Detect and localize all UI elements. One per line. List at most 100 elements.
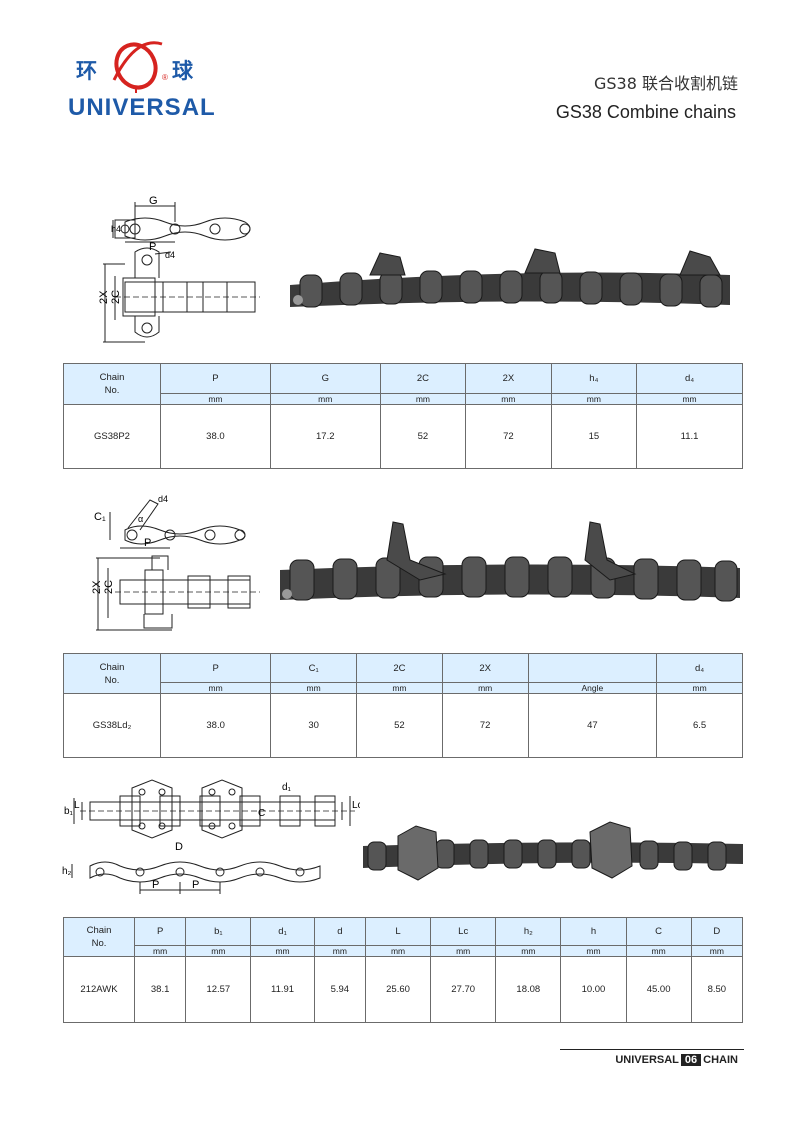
- value-cell: 52: [379, 404, 467, 469]
- col-header: d₄: [656, 653, 743, 683]
- col-unit: mm: [379, 393, 467, 405]
- table-row: 212AWK 38.1 12.57 11.91 5.94 25.60 27.70…: [63, 956, 744, 1023]
- page-title-en: GS38 Combine chains: [555, 102, 736, 122]
- chain-no-cell: GS38Ld₂: [63, 693, 161, 758]
- label-p: P: [144, 537, 151, 549]
- value-cell: 27.70: [430, 956, 497, 1023]
- value-cell: 52: [356, 693, 443, 758]
- value-cell: 8.50: [690, 956, 744, 1023]
- col-unit: mm: [364, 945, 432, 957]
- label-l: L: [74, 800, 80, 811]
- col-unit: mm: [636, 393, 743, 405]
- label-p: P: [149, 241, 156, 253]
- label-p2: P: [192, 879, 199, 891]
- chain-diagram-212awk: b₁ L Lc d₁ C D h₂ P P: [62, 779, 360, 894]
- value-cell: 18.08: [495, 956, 562, 1023]
- col-header: 2C: [356, 653, 443, 683]
- col-header: D: [690, 917, 744, 946]
- col-unit: mm: [313, 945, 366, 957]
- col-unit: mm: [133, 945, 187, 957]
- col-header: G: [269, 363, 381, 394]
- col-unit: mm: [160, 393, 271, 405]
- col-header: L: [364, 917, 432, 946]
- label-2x: 2X: [98, 290, 110, 304]
- footer-rule: [560, 1049, 744, 1050]
- col-unit: mm: [560, 945, 627, 957]
- chain-diagram-gs38ld2: C₁ d4 α P 2X 2C: [91, 494, 260, 631]
- brand-name: UNIVERSAL: [68, 94, 216, 121]
- table-row: GS38Ld₂ 38.0 30 52 72 47 6.5: [63, 693, 743, 758]
- col-header: h: [560, 917, 627, 946]
- chain-photo-212awk: [363, 821, 743, 881]
- value-cell: 11.1: [636, 404, 743, 469]
- col-header: C₁: [270, 653, 358, 683]
- chain-no-cell: GS38P2: [63, 404, 161, 469]
- col-unit: mm: [270, 682, 358, 694]
- page-title-cn: GS38 联合收割机链: [593, 74, 738, 93]
- label-d1: d₁: [282, 782, 292, 793]
- col-unit: mm: [250, 945, 315, 957]
- col-header: d₁: [250, 917, 315, 946]
- value-cell: 72: [465, 404, 552, 469]
- col-unit: mm: [465, 393, 552, 405]
- col-unit: mm: [550, 393, 638, 405]
- label-b1: b₁: [64, 806, 74, 817]
- col-unit: mm: [356, 682, 443, 694]
- col-unit: mm: [430, 945, 497, 957]
- col-unit: mm: [159, 682, 272, 694]
- col-unit: mm: [690, 945, 744, 957]
- col-header: 2X: [465, 363, 552, 394]
- col-unit: mm: [441, 682, 529, 694]
- value-cell: 38.0: [160, 404, 271, 469]
- label-c1: C₁: [94, 511, 106, 523]
- value-cell: 10.00: [560, 956, 627, 1023]
- value-cell: 25.60: [364, 956, 432, 1023]
- value-cell: 12.57: [185, 956, 252, 1023]
- col-header: 2X: [441, 653, 529, 683]
- col-header: P: [159, 653, 272, 683]
- registered-mark: ®: [162, 73, 168, 82]
- table-row: GS38P2 38.0 17.2 52 72 15 11.1: [63, 404, 743, 469]
- col-header: C: [625, 917, 692, 946]
- col-header: h₂: [495, 917, 562, 946]
- label-2c: 2C: [110, 290, 122, 304]
- footer-section: CHAIN: [703, 1054, 738, 1066]
- chain-photo-gs38ld2: [280, 521, 740, 602]
- label-d4: d4: [165, 250, 175, 260]
- value-cell: 15: [550, 404, 638, 469]
- chain-no-cell: 212AWK: [63, 956, 135, 1023]
- value-cell: 11.91: [250, 956, 315, 1023]
- label-alpha: α: [138, 514, 143, 524]
- label-h2: h₂: [62, 866, 72, 877]
- label-h4: h4: [111, 224, 121, 234]
- label-c: C: [258, 808, 265, 819]
- col-header: Lc: [430, 917, 497, 946]
- label-2x: 2X: [91, 580, 103, 594]
- value-cell: 38.1: [133, 956, 187, 1023]
- value-cell: 6.5: [656, 693, 743, 758]
- label-2c: 2C: [103, 580, 115, 594]
- value-cell: 30: [270, 693, 358, 758]
- col-header: 2C: [379, 363, 467, 394]
- chain-photo-gs38p2: [290, 248, 730, 308]
- value-cell: 5.94: [313, 956, 366, 1023]
- col-unit: mm: [495, 945, 562, 957]
- label-d4: d4: [158, 494, 168, 504]
- globe-logo-icon: [112, 41, 163, 93]
- page-number: 06: [680, 1054, 702, 1066]
- chain-diagram-gs38p2: G h4 P d4 2X 2C: [98, 195, 260, 343]
- col-unit: mm: [185, 945, 252, 957]
- col-header: P: [160, 363, 271, 394]
- col-unit: mm: [656, 682, 743, 694]
- brand-cn-right: 球: [172, 59, 195, 83]
- col-header: h₄: [550, 363, 638, 394]
- label-d: D: [175, 841, 183, 853]
- col-unit: mm: [269, 393, 381, 405]
- value-cell: 72: [441, 693, 529, 758]
